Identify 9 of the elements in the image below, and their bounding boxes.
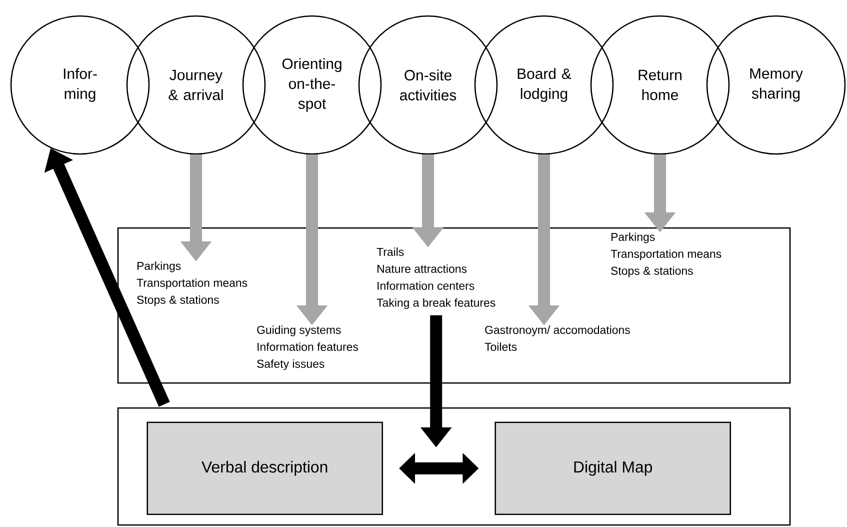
item-list: Parkings Transportation means Stops & stations bbox=[136, 262, 248, 306]
item-list: Gastronoym/ accomodations Toilets bbox=[484, 326, 630, 351]
content-box: Digital Map bbox=[494, 422, 731, 515]
panel-box bbox=[117, 227, 791, 384]
content-box: Verbal description bbox=[146, 422, 383, 515]
panel-box bbox=[117, 407, 791, 526]
item-list: Trails Nature attractions Information centers Taking a break features bbox=[376, 248, 496, 310]
item-list: Parkings Transportation means Stops & stations bbox=[610, 232, 722, 278]
item-list: Guiding systems Information features Safety issues bbox=[257, 326, 358, 370]
